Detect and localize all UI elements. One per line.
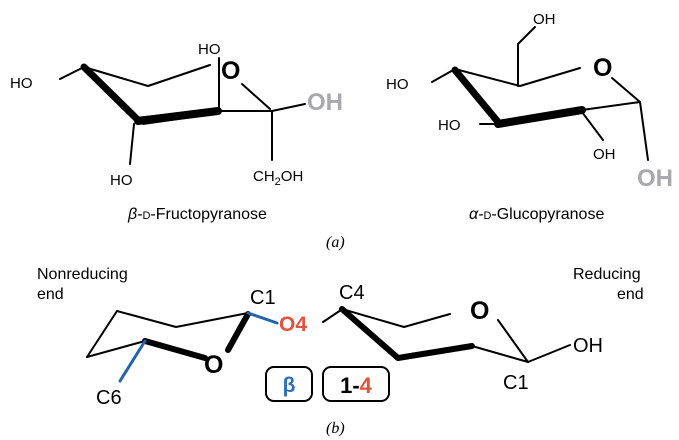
glucose-anomeric-oh-bond xyxy=(639,101,649,161)
glucopyranose-structure xyxy=(431,26,649,161)
right-ring-o-c1-bond xyxy=(497,319,529,363)
fructopyranose-structure xyxy=(59,57,306,165)
fructose-ho-left-bond xyxy=(59,66,85,80)
left-ring-c6-bond xyxy=(118,339,147,383)
right-c4-c3-wedge xyxy=(339,306,401,361)
fructose-c5-c4-wedge xyxy=(80,63,142,124)
glucose-oh-c2-bond xyxy=(581,111,604,141)
glucose-c4-c3-wedge xyxy=(451,66,502,126)
glucose-label-oh-c2: OH xyxy=(593,146,616,163)
fructose-c4-c3-bold xyxy=(134,107,222,125)
left-c1-label: C1 xyxy=(250,287,276,309)
right-c2-c1-bond xyxy=(471,345,529,363)
glucose-c3-c2-bold xyxy=(494,106,586,128)
fructose-label-ho-top: HO xyxy=(198,41,221,58)
glucose-ring-o-bond xyxy=(611,77,641,103)
panel-b-caption: (b) xyxy=(326,420,345,437)
left-ring-o-c1-wedge xyxy=(225,311,251,353)
glucose-label-ho-c3: HO xyxy=(438,117,461,134)
linkage-badge-frame xyxy=(322,366,390,402)
glucose-label-ho-left: HO xyxy=(386,76,409,93)
fructose-label-ho-left: HO xyxy=(10,75,33,92)
glucose-ring-back-bonds xyxy=(454,67,581,87)
reducing-end-label-line2: end xyxy=(617,286,644,303)
glycosidic-bond-right xyxy=(322,309,342,323)
left-ring-oxygen: O xyxy=(204,351,223,379)
fructose-anomeric-oh-bond xyxy=(271,103,306,112)
panel-a-caption: (a) xyxy=(326,234,345,251)
glucose-c2-c1-bond xyxy=(581,101,641,111)
fructose-ho-bottom-bond xyxy=(129,123,135,165)
linkage-1-4-badge: 1-4 xyxy=(322,366,390,402)
left-ring-c3-o-bold xyxy=(142,338,208,361)
glucose-name: α-D-Glucopyranose xyxy=(469,206,604,223)
glucose-ho-left-bond xyxy=(431,68,456,83)
linkage-badge-text: 1-4 xyxy=(340,373,373,398)
reducing-end-label-line1: Reducing xyxy=(573,266,641,283)
left-c6-label: C6 xyxy=(96,387,122,409)
fructose-label-ch2oh: CH2OH xyxy=(253,168,303,188)
nonreducing-end-label-line1: Nonreducing xyxy=(37,266,128,283)
glycosidic-bond-left xyxy=(246,311,279,325)
fructose-name: β-D-Fructopyranose xyxy=(127,206,267,223)
right-ring-back-bonds xyxy=(341,308,451,328)
right-ring-oxygen: O xyxy=(470,297,489,325)
fructose-ring-oxygen: O xyxy=(221,57,240,85)
nonreducing-ring-structure xyxy=(86,310,279,383)
right-c3-c2-bold xyxy=(395,343,475,361)
glucose-ring-oxygen: O xyxy=(593,54,612,82)
glucose-ch2oh-oh-bond xyxy=(517,26,536,45)
fructose-anomeric-oh: OH xyxy=(307,89,343,116)
beta-badge-frame xyxy=(265,366,313,402)
beta-badge-text: β xyxy=(283,374,296,397)
left-ring-back-bonds xyxy=(86,310,249,358)
right-c4-label: C4 xyxy=(339,282,365,304)
right-c1-oh-bond xyxy=(527,344,571,363)
glucose-anomeric-oh: OH xyxy=(637,165,673,192)
reducing-ring-structure xyxy=(339,306,571,363)
nonreducing-end-label-line2: end xyxy=(37,286,64,303)
fructose-label-ho-bottom: HO xyxy=(110,172,133,189)
fructose-ring-o-bond xyxy=(241,83,271,110)
left-ring-c2-c3-bond xyxy=(86,340,146,358)
fructose-ring-back-bonds xyxy=(83,64,211,87)
glycosidic-oxygen-o4: O4 xyxy=(279,313,307,336)
beta-anomer-badge: β xyxy=(265,366,313,402)
glucose-label-oh-top: OH xyxy=(533,11,556,28)
right-oh-label: OH xyxy=(573,335,603,357)
right-c1-label: C1 xyxy=(503,372,529,394)
